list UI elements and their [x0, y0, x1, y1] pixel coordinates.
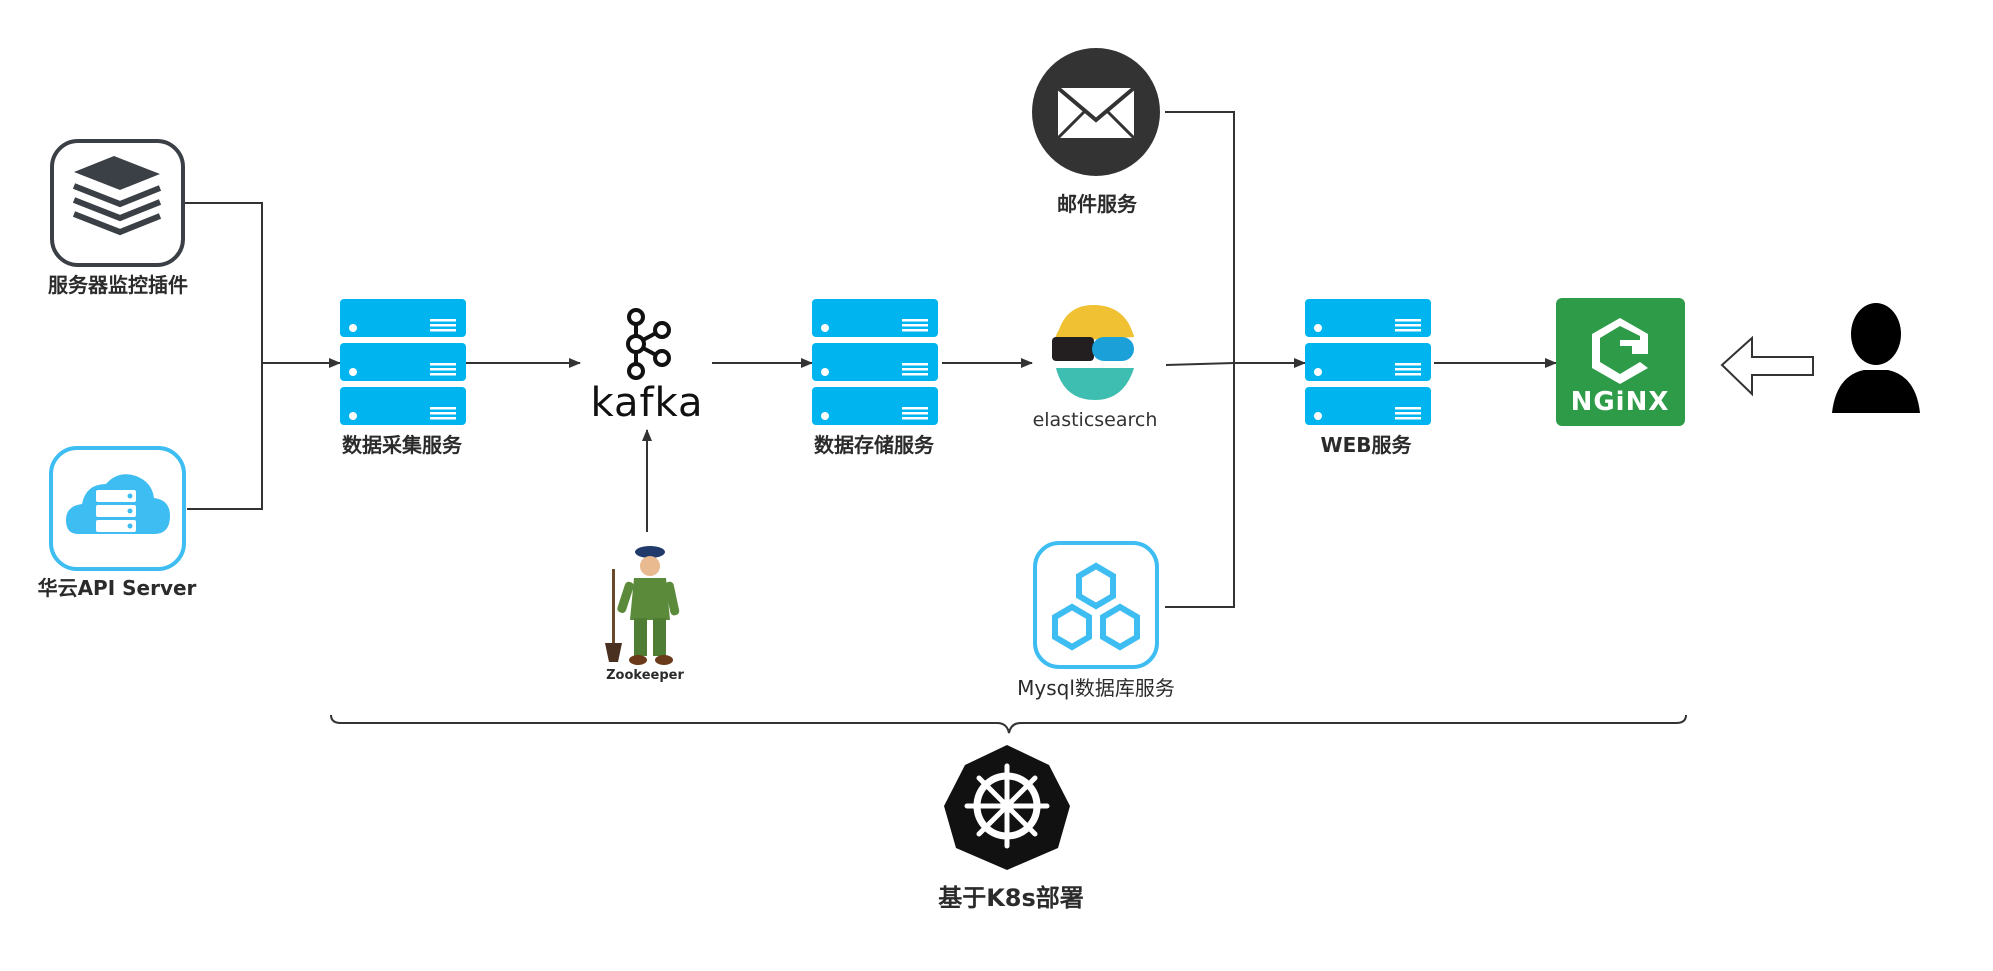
zookeeper-label: Zookeeper — [606, 668, 684, 683]
web-server-icon — [1305, 299, 1431, 425]
stack-layers-icon — [50, 139, 185, 267]
database-hexagons-icon — [1033, 541, 1159, 669]
kafka-label: kafka — [590, 380, 703, 426]
edge-mail-to-web — [1165, 111, 1235, 363]
connectors — [185, 111, 1687, 734]
edge-es-merge — [1165, 362, 1235, 366]
hollow-left-arrow-icon — [1720, 335, 1814, 397]
mysql-service-label: Mysql数据库服务 — [1017, 676, 1175, 700]
user-silhouette-icon — [1832, 303, 1920, 413]
nginx-label: NGiNX — [1571, 387, 1670, 417]
server-plugin-label: 服务器监控插件 — [48, 273, 188, 297]
huayun-api-label: 华云API Server — [37, 576, 197, 600]
collect-server-icon — [340, 299, 466, 425]
kubernetes-logo-icon — [944, 745, 1070, 870]
edge-huayun-to-collect — [187, 363, 263, 510]
elasticsearch-logo-icon — [1052, 304, 1134, 400]
cloud-server-icon — [49, 446, 186, 571]
web-service-label: WEB服务 — [1320, 433, 1412, 457]
elasticsearch-label: elasticsearch — [1033, 409, 1158, 431]
nginx-logo-icon: NGiNX — [1556, 298, 1685, 426]
k8s-deploy-label: 基于K8s部署 — [938, 884, 1084, 912]
mail-icon — [1032, 48, 1160, 176]
zookeeper-keeper-icon — [605, 546, 680, 665]
k8s-brace — [330, 714, 1687, 734]
storage-service-label: 数据存储服务 — [814, 433, 934, 457]
edge-plugin-to-collect — [185, 202, 263, 363]
edge-mysql-to-web — [1165, 363, 1235, 608]
storage-server-icon — [812, 299, 938, 425]
mail-service-label: 邮件服务 — [1057, 192, 1137, 216]
collect-service-label: 数据采集服务 — [342, 433, 462, 457]
kafka-logo-icon — [626, 308, 671, 380]
